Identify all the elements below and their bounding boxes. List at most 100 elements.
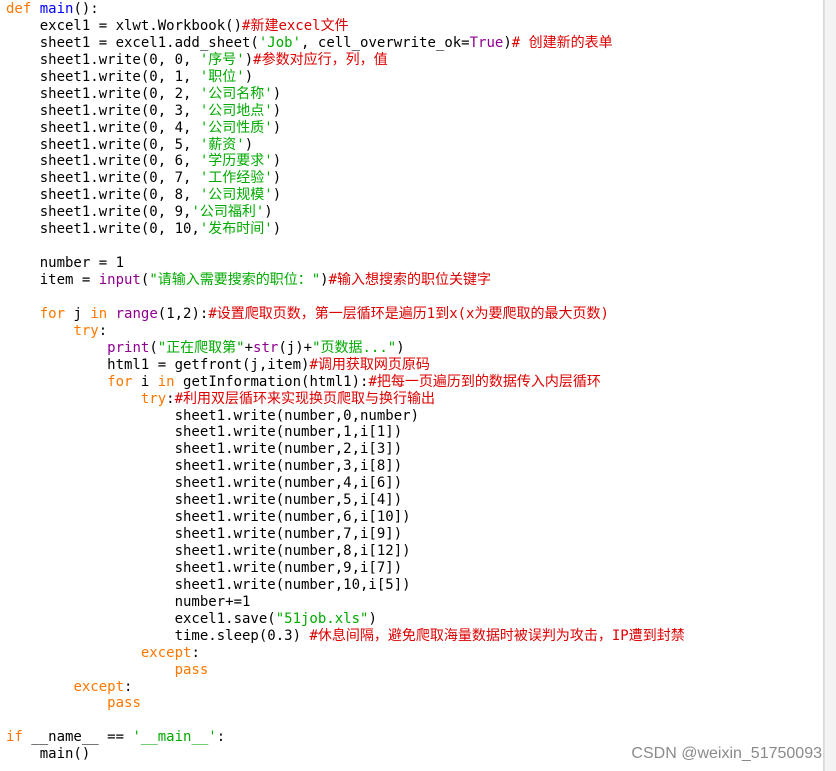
code-line: sheet1.write(number,10,i[5]) (6, 577, 685, 594)
comment-token: #输入想搜索的职位关键字 (328, 272, 492, 288)
string-literal: '公司名称' (199, 85, 273, 102)
code-token: : (98, 322, 108, 339)
code-token: sheet1.write(0, 7, (6, 170, 200, 187)
code-token (6, 679, 73, 695)
code-token: sheet1.write(number,2,i[3]) (6, 441, 403, 458)
code-token: __name__ == (22, 729, 133, 746)
code-line: sheet1.write(0, 9,'公司福利') (6, 204, 685, 221)
keyword-token: for (39, 305, 66, 322)
code-line: sheet1.write(0, 6, '学历要求') (6, 153, 685, 170)
code-token: sheet1.write(0, 6, (6, 153, 200, 170)
code-token: time.sleep(0.3) (6, 627, 310, 644)
code-line: for j in range(1,2):#设置爬取页数，第一层循环是遍历1到x(… (6, 306, 685, 323)
code-token: ) (368, 610, 377, 627)
builtin-token: True (469, 34, 504, 51)
code-line: sheet1 = excel1.add_sheet('Job', cell_ov… (6, 35, 685, 52)
keyword-token: except (140, 644, 192, 661)
code-line: time.sleep(0.3) #休息间隔，避免爬取海量数据时被误判为攻击，IP… (6, 628, 685, 645)
code-token: sheet1.write(number,3,i[8]) (6, 458, 403, 475)
code-line: sheet1.write(number,0,number) (6, 408, 685, 425)
code-line: number+=1 (6, 594, 685, 611)
code-token: main() (6, 746, 91, 763)
string-literal: '公司性质' (199, 119, 273, 136)
builtin-token: str (253, 339, 279, 356)
code-token: ( (149, 339, 158, 356)
code-token: getInformation(html1): (174, 373, 369, 390)
string-literal: '公司地点' (199, 102, 273, 119)
vertical-scrollbar[interactable] (824, 0, 836, 771)
code-line (6, 712, 685, 729)
code-token: i (132, 373, 158, 390)
code-line: pass (6, 662, 685, 679)
code-line: main() (6, 746, 685, 763)
code-line: try: (6, 323, 685, 340)
code-token: sheet1.write(number,10,i[5]) (6, 576, 411, 593)
string-literal: "正在爬取第" (157, 339, 245, 356)
code-token: sheet1.write(0, 1, (6, 68, 200, 85)
code-line: sheet1.write(number,5,i[4]) (6, 492, 685, 509)
code-token: ) (272, 85, 282, 102)
code-line: sheet1.write(0, 3, '公司地点') (6, 103, 685, 120)
code-token: number+=1 (6, 593, 251, 610)
code-token (6, 662, 175, 678)
code-token: sheet1.write(0, 5, (6, 136, 200, 153)
code-line: except: (6, 645, 685, 662)
code-token: number = 1 (6, 255, 125, 272)
code-token: : (124, 678, 133, 695)
code-line: sheet1.write(0, 0, '序号')#参数对应行，列，值 (6, 52, 685, 69)
code-token: ) (396, 339, 405, 356)
code-token: sheet1.write(number,5,i[4]) (6, 492, 403, 509)
code-token: sheet1.write(number,6,i[10]) (6, 509, 411, 526)
code-token: : (191, 644, 200, 661)
code-token: + (244, 339, 254, 356)
keyword-token: except (73, 678, 125, 695)
code-line: sheet1.write(0, 4, '公司性质') (6, 120, 685, 137)
code-token: (j)+ (278, 339, 313, 356)
code-token (31, 1, 39, 17)
code-token (6, 340, 107, 356)
string-literal: '公司福利' (191, 204, 265, 221)
string-literal: '序号' (199, 51, 245, 68)
code-line: print("正在爬取第"+str(j)+"页数据...") (6, 340, 685, 357)
code-token: ) (244, 68, 254, 85)
code-token: ) (244, 51, 254, 68)
code-token (6, 645, 141, 661)
comment-token: #把每一页遍历到的数据传入内层循环 (368, 373, 601, 390)
code-line: sheet1.write(0, 10,'发布时间') (6, 221, 685, 238)
code-line: excel1.save("51job.xls") (6, 611, 685, 628)
keyword-token: if (6, 729, 23, 746)
code-token: sheet1.write(number,0,number) (6, 407, 420, 424)
keyword-token: pass (107, 695, 141, 712)
code-line (6, 238, 685, 255)
code-token: ) (272, 187, 282, 204)
keyword-token: for (107, 373, 133, 390)
string-literal: '工作经验' (199, 170, 273, 187)
code-line: if __name__ == '__main__': (6, 729, 685, 746)
code-line: item = input("请输入需要搜索的职位：")#输入想搜索的职位关键字 (6, 272, 685, 289)
code-line: def main(): (6, 1, 685, 18)
code-token: sheet1.write(0, 2, (6, 85, 200, 102)
builtin-token: input (98, 272, 141, 288)
code-token: sheet1.write(0, 8, (6, 187, 200, 204)
code-line: sheet1.write(number,1,i[1]) (6, 424, 685, 441)
code-token: sheet1.write(number,9,i[7]) (6, 559, 403, 576)
keyword-token: try (73, 322, 99, 339)
comment-token: #参数对应行，列，值 (253, 51, 388, 68)
code-token: j (65, 305, 91, 322)
code-token: sheet1.write(0, 10, (6, 221, 200, 238)
code-token (6, 374, 107, 390)
keyword-token: in (90, 305, 108, 322)
code-line (6, 289, 685, 306)
code-area[interactable]: def main(): excel1 = xlwt.Workbook()#新建e… (6, 1, 685, 763)
code-line: sheet1.write(number,6,i[10]) (6, 509, 685, 526)
string-literal: '__main__' (132, 729, 217, 746)
code-line: sheet1.write(number,9,i[7]) (6, 560, 685, 577)
code-line: sheet1.write(number,3,i[8]) (6, 458, 685, 475)
code-token (6, 695, 107, 711)
code-token: : (166, 390, 175, 407)
keyword-token: pass (174, 661, 209, 678)
string-literal: '发布时间' (199, 221, 273, 238)
keyword-token: try (140, 390, 167, 407)
code-line: sheet1.write(0, 1, '职位') (6, 69, 685, 86)
